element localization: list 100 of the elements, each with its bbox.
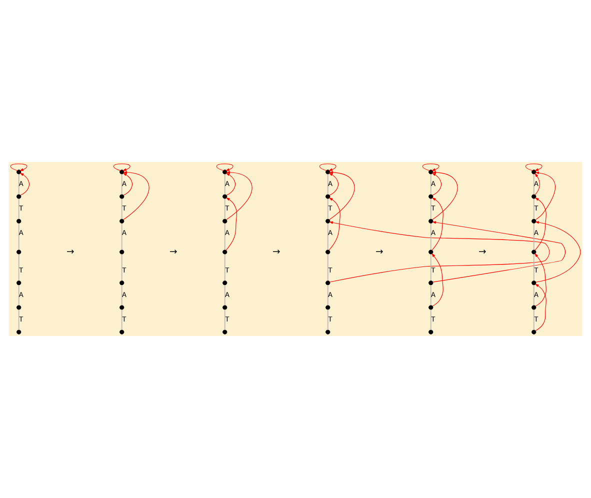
connector	[430, 284, 432, 306]
connector	[533, 254, 534, 282]
node-circle	[222, 170, 228, 174]
arrow	[432, 172, 442, 196]
arrow	[226, 172, 236, 196]
node-circle	[428, 170, 434, 174]
node-circle	[120, 305, 124, 310]
arrow	[329, 171, 355, 220]
connector	[224, 254, 226, 282]
connector	[327, 174, 328, 195]
connector	[224, 222, 226, 250]
arrow	[20, 172, 30, 196]
arrow	[534, 284, 546, 331]
arrow	[329, 221, 550, 282]
node-circle	[532, 250, 536, 254]
node-circle	[428, 218, 434, 224]
node-circle	[532, 280, 536, 286]
connector	[224, 198, 226, 220]
node-circle	[222, 218, 228, 224]
node-circle	[326, 305, 330, 310]
node-circle	[326, 170, 330, 174]
node-circle	[120, 218, 124, 224]
arrow	[432, 171, 458, 220]
connector	[533, 284, 534, 306]
connector	[121, 309, 122, 330]
arrow	[226, 198, 238, 250]
arrow	[226, 171, 252, 220]
connector	[327, 309, 328, 330]
connector	[327, 284, 328, 306]
arrow	[10, 164, 28, 171]
node-circle	[222, 280, 228, 286]
node-circle	[532, 330, 536, 334]
label: →	[66, 246, 74, 258]
connector	[121, 284, 122, 306]
connector	[18, 222, 20, 250]
connector	[121, 198, 122, 220]
connector	[430, 254, 432, 282]
label: →	[478, 246, 486, 258]
node-circle	[222, 330, 228, 334]
connector	[533, 174, 534, 195]
connector	[224, 284, 226, 306]
node-circle	[326, 280, 330, 286]
label: →	[169, 246, 178, 258]
connector	[430, 309, 432, 330]
arrow	[123, 171, 150, 220]
node-circle	[120, 250, 124, 254]
label: →	[272, 246, 280, 258]
connector	[430, 198, 432, 220]
connector	[18, 309, 20, 330]
arrow	[113, 164, 130, 171]
connector	[121, 174, 122, 195]
node-circle	[532, 170, 536, 174]
arrow	[535, 221, 581, 282]
arrow	[328, 172, 339, 196]
connector	[430, 174, 432, 195]
connector	[327, 222, 328, 250]
connector	[224, 309, 226, 330]
connector	[18, 174, 20, 195]
connector	[18, 254, 20, 282]
connector	[327, 198, 328, 220]
arrow	[432, 221, 566, 282]
node-circle	[326, 330, 330, 334]
node-circle	[222, 250, 228, 254]
node-circle	[428, 305, 434, 310]
node-circle	[532, 218, 536, 224]
node-circle	[428, 330, 434, 334]
node-circle	[16, 250, 22, 254]
arrow	[328, 198, 340, 250]
arrow	[422, 164, 440, 171]
node-circle	[326, 194, 330, 199]
arrow	[534, 198, 546, 250]
node-circle	[16, 218, 22, 224]
node-circle	[16, 194, 22, 199]
arrow	[525, 164, 542, 171]
node-circle	[326, 250, 330, 254]
arrow	[122, 172, 133, 196]
connector	[121, 222, 122, 250]
arrow	[319, 164, 336, 171]
connector	[533, 222, 534, 250]
node-circle	[120, 194, 124, 199]
node-circle	[428, 194, 434, 199]
node-circle	[222, 305, 228, 310]
connector	[533, 198, 534, 220]
connector	[327, 254, 328, 282]
node-circle	[326, 218, 330, 224]
node-circle	[532, 305, 536, 310]
node-circle	[428, 280, 434, 286]
connector	[533, 309, 534, 330]
arrow	[432, 198, 444, 250]
node-circle	[16, 170, 22, 174]
arrow	[535, 172, 556, 220]
node-circle	[120, 280, 124, 286]
arrow	[534, 173, 540, 195]
label: →	[375, 246, 384, 258]
node-circle	[16, 280, 22, 286]
node-circle	[428, 250, 434, 254]
arrow	[216, 164, 234, 171]
node-circle	[120, 170, 124, 174]
connector	[224, 174, 226, 195]
node-circle	[532, 194, 536, 199]
